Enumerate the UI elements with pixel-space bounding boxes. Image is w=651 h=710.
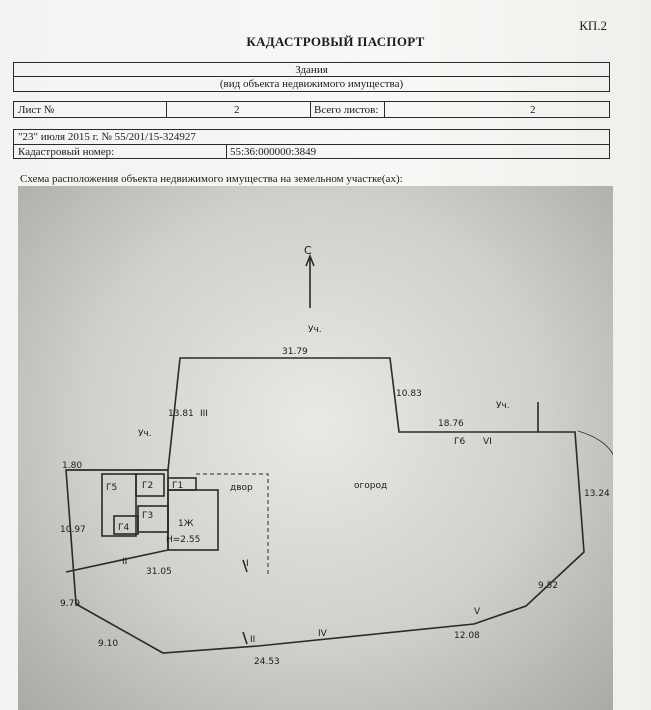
cadastral-number: 55:36:000000:3849 — [230, 145, 317, 158]
dim-ii: 31.05 — [146, 567, 172, 577]
label-zone-iii: III — [200, 409, 208, 419]
dim-se: 9.52 — [538, 581, 558, 591]
label-g2: Г2 — [142, 481, 153, 491]
registration-box: "23" июля 2015 г. № 55/201/15-324927 Кад… — [13, 129, 610, 159]
label-g6: Г6 — [454, 437, 465, 447]
label-g5: Г5 — [106, 483, 117, 493]
label-uch-north: Уч. — [308, 325, 322, 335]
dim-south-2: 24.53 — [254, 657, 280, 667]
label-g4: Г4 — [118, 523, 129, 533]
label-north: С — [304, 244, 312, 257]
cadastral-number-label: Кадастровый номер: — [18, 145, 115, 158]
label-zone-i: I — [246, 559, 249, 569]
page-title: КАДАСТРОВЫЙ ПАСПОРТ — [246, 34, 425, 49]
dim-west: 10.97 — [60, 525, 86, 535]
land-plot-scheme: С Уч. Уч. Уч. III VI Г6 огород двор II I… — [18, 186, 613, 710]
dim-west-low: 9.79 — [60, 599, 80, 609]
yard-dashed — [196, 473, 269, 576]
label-zone-v: V — [474, 607, 481, 617]
label-yard: двор — [230, 483, 253, 493]
registration-date: "23" июля 2015 г. № 55/201/15-324927 — [18, 130, 196, 143]
object-type-box: Здания (вид объекта недвижимого имуществ… — [13, 62, 610, 92]
dim-sw: 9.10 — [98, 639, 118, 649]
scheme-drawing: С Уч. Уч. Уч. III VI Г6 огород двор II I… — [60, 244, 613, 667]
label-zone-vi: VI — [483, 437, 492, 447]
building-g1 — [167, 477, 197, 491]
label-garden: огород — [354, 481, 387, 491]
label-house: 1Ж — [178, 519, 194, 529]
form-code: КП.2 — [579, 18, 607, 33]
sheet-label: Лист № — [18, 103, 55, 116]
label-uch-west: Уч. — [138, 429, 152, 439]
scheme-caption: Схема расположения объекта недвижимого и… — [20, 173, 403, 185]
label-zone-ii-b: II — [250, 635, 255, 645]
total-sheets-value: 2 — [530, 103, 536, 116]
building-g2 — [135, 473, 165, 497]
dim-left: 13.81 — [168, 409, 194, 419]
label-zone-ii: II — [122, 557, 127, 567]
building-g4 — [113, 515, 139, 535]
label-zone-iv: IV — [318, 629, 328, 639]
total-sheets-label: Всего листов: — [314, 103, 379, 116]
object-type-note: (вид объекта недвижимого имущества) — [219, 78, 404, 90]
sheet-info-box: Лист № 2 Всего листов: 2 — [13, 101, 610, 118]
sheet-number: 2 — [234, 103, 240, 116]
label-g1: Г1 — [172, 481, 183, 491]
label-height: H=2.55 — [166, 535, 200, 545]
building-g5 — [101, 473, 137, 537]
dim-top: 31.79 — [282, 347, 308, 357]
dim-south: 12.08 — [454, 631, 480, 641]
north-arrow — [305, 253, 315, 308]
dim-right-step: 10.83 — [396, 389, 422, 399]
object-type: Здания — [295, 64, 328, 76]
dim-nw: 1.80 — [62, 461, 82, 471]
dim-east: 13.24 — [584, 489, 610, 499]
label-g3: Г3 — [142, 511, 153, 521]
label-uch-east: Уч. — [496, 401, 510, 411]
dim-step: 18.76 — [438, 419, 464, 429]
